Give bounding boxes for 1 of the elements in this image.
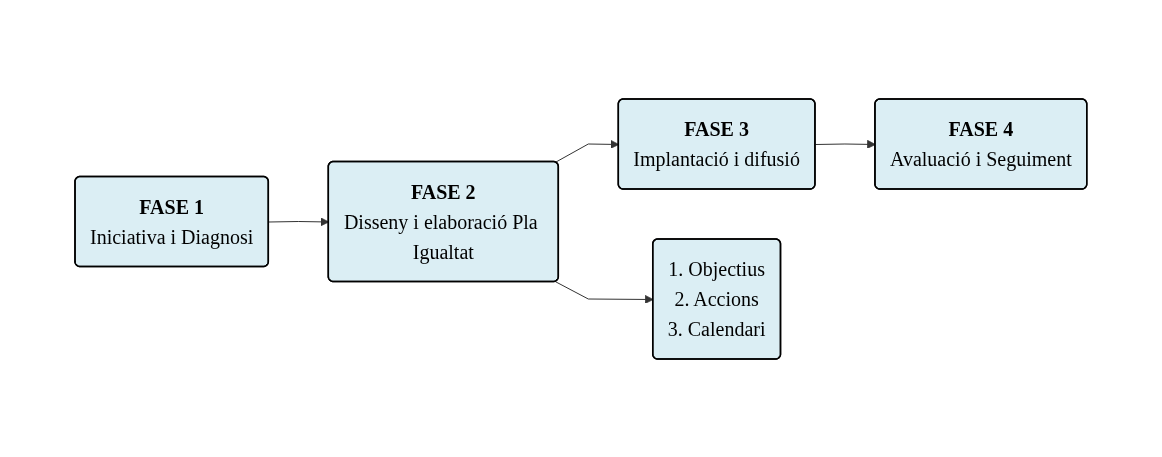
arrow <box>815 139 876 149</box>
